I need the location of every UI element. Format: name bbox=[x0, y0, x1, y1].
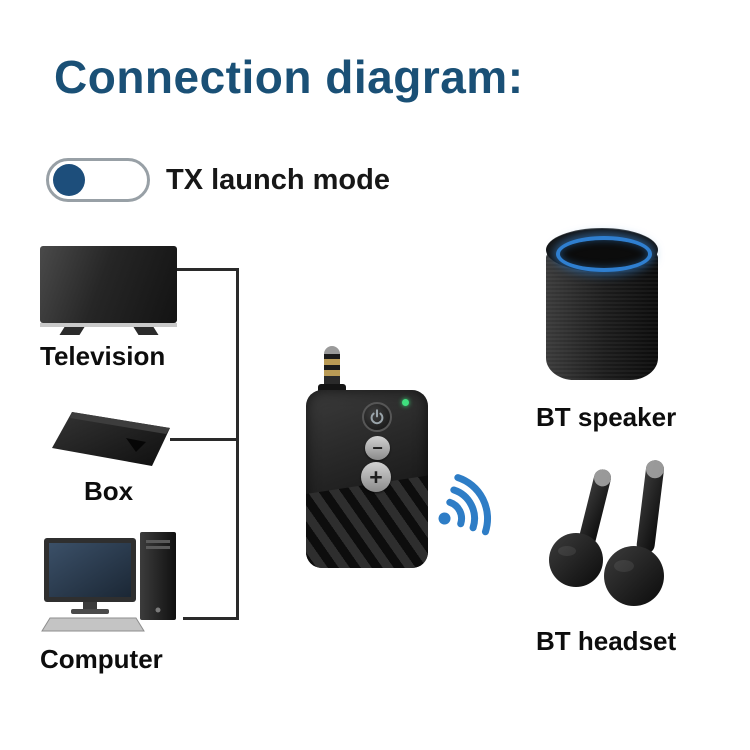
volume-minus-button-icon: − bbox=[365, 436, 390, 460]
connector-line-computer bbox=[183, 617, 239, 620]
connector-line-tv bbox=[177, 268, 239, 271]
toggle-knob bbox=[53, 164, 85, 196]
power-button-icon bbox=[362, 402, 392, 432]
pc-tower bbox=[140, 532, 176, 620]
connector-line-box bbox=[170, 438, 239, 441]
earbud-right-stem bbox=[636, 460, 664, 554]
earbud-left-body bbox=[549, 533, 603, 587]
bt-headset-icon bbox=[549, 460, 664, 606]
page-title: Connection diagram: bbox=[54, 51, 524, 103]
tv-screen bbox=[40, 246, 177, 323]
speaker-light-ring bbox=[556, 236, 652, 272]
bt-headset-label: BT headset bbox=[536, 626, 677, 656]
aux-jack-plug-icon bbox=[324, 346, 340, 392]
tx-mode-toggle bbox=[46, 158, 150, 202]
tv-stand-bar bbox=[40, 323, 177, 327]
tx-mode-label: TX launch mode bbox=[166, 164, 390, 196]
bt-speaker-label: BT speaker bbox=[536, 402, 677, 432]
connector-line-vertical bbox=[236, 268, 239, 620]
volume-plus-button-icon: + bbox=[361, 462, 391, 492]
computer-label: Computer bbox=[40, 644, 163, 674]
power-glyph-icon bbox=[370, 409, 384, 425]
tv-leg-left bbox=[59, 327, 85, 335]
earbud-right-body bbox=[604, 546, 664, 606]
pc-keyboard bbox=[41, 617, 145, 632]
tv-leg-right bbox=[133, 327, 159, 335]
settop-box-icon bbox=[52, 412, 170, 466]
bt-speaker-icon bbox=[546, 228, 658, 380]
wireless-signal-icon bbox=[438, 474, 491, 536]
led-indicator bbox=[402, 399, 409, 406]
box-label: Box bbox=[84, 476, 134, 506]
bt-transmitter-device: − + bbox=[306, 390, 428, 568]
speaker-top bbox=[546, 228, 658, 272]
earbud-left-stem bbox=[578, 469, 612, 548]
computer-icon bbox=[41, 532, 176, 632]
television-label: Television bbox=[40, 341, 166, 371]
aux-jack-collar bbox=[318, 384, 346, 394]
